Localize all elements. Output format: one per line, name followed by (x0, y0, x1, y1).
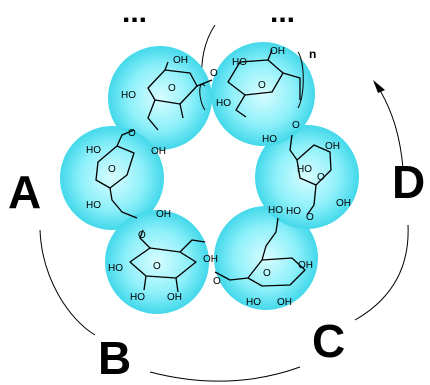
ellipsis-right: ... (270, 0, 295, 29)
hydroxyl-label: OH (203, 254, 218, 265)
oxygen-label: O (108, 164, 116, 175)
hydroxyl-label: OH (156, 209, 171, 220)
sphere-left (60, 126, 164, 230)
rotation-arcs (39, 24, 409, 382)
label-b: B (98, 332, 131, 384)
hydroxyl-label: OH (277, 297, 292, 308)
hydroxyl-label: HO (246, 297, 261, 308)
arrow-head-icon (373, 80, 385, 93)
oxygen-labels: O O O O O O O O O O O O (108, 68, 325, 287)
arc-bottom (149, 366, 301, 382)
hydroxyl-label: OH (270, 46, 285, 57)
sphere-bottom-left (105, 210, 209, 314)
hydroxyl-label: OH (173, 55, 188, 66)
hydroxyl-label: HO (297, 164, 312, 175)
oxygen-label: O (292, 120, 300, 131)
oxygen-label: O (258, 80, 266, 91)
glucose-rings (95, 49, 332, 293)
hydroxyl-label: OH (298, 260, 313, 271)
oxygen-label: O (210, 68, 218, 79)
hydroxyl-label: OH (151, 146, 166, 157)
glucose-spheres (60, 42, 359, 314)
arc-left (39, 229, 96, 336)
oxygen-label: O (168, 83, 176, 94)
hydroxyl-label: OH (167, 292, 182, 303)
hydroxyl-label: HO (108, 263, 123, 274)
arc-top-right (377, 86, 404, 169)
oxygen-label: O (138, 230, 146, 241)
repeat-bracket (199, 51, 304, 111)
hydroxyl-label: OH (325, 141, 340, 152)
sphere-right (255, 125, 359, 229)
label-a: A (8, 166, 41, 218)
hydroxyl-label: HO (268, 205, 283, 216)
hydroxyl-label: HO (86, 200, 101, 211)
hydroxyl-labels: OH HO OH HO OH HO HO HO OH HO HO OH OH H… (86, 46, 351, 308)
sphere-bottom-right (214, 206, 318, 310)
hydroxyl-label: OH (336, 198, 351, 209)
label-d: D (392, 156, 425, 208)
hydroxyl-label: HO (130, 292, 145, 303)
repeat-count-label: n (309, 47, 316, 61)
ellipsis-left: ... (122, 0, 147, 29)
oxygen-label: O (153, 261, 161, 272)
hydroxyl-label: HO (86, 145, 101, 156)
hydroxyl-label: HO (262, 134, 277, 145)
label-c: C (312, 315, 345, 367)
arc-right (354, 224, 409, 321)
oxygen-label: O (306, 212, 314, 223)
hydroxyl-label: HO (286, 206, 301, 217)
oxygen-label: O (128, 128, 136, 139)
oxygen-label: O (263, 268, 271, 279)
oxygen-label: O (213, 276, 221, 287)
hydroxyl-label: HO (216, 98, 231, 109)
hydroxyl-label: HO (121, 90, 136, 101)
hydroxyl-label: HO (232, 57, 247, 68)
oxygen-label: O (317, 172, 325, 183)
